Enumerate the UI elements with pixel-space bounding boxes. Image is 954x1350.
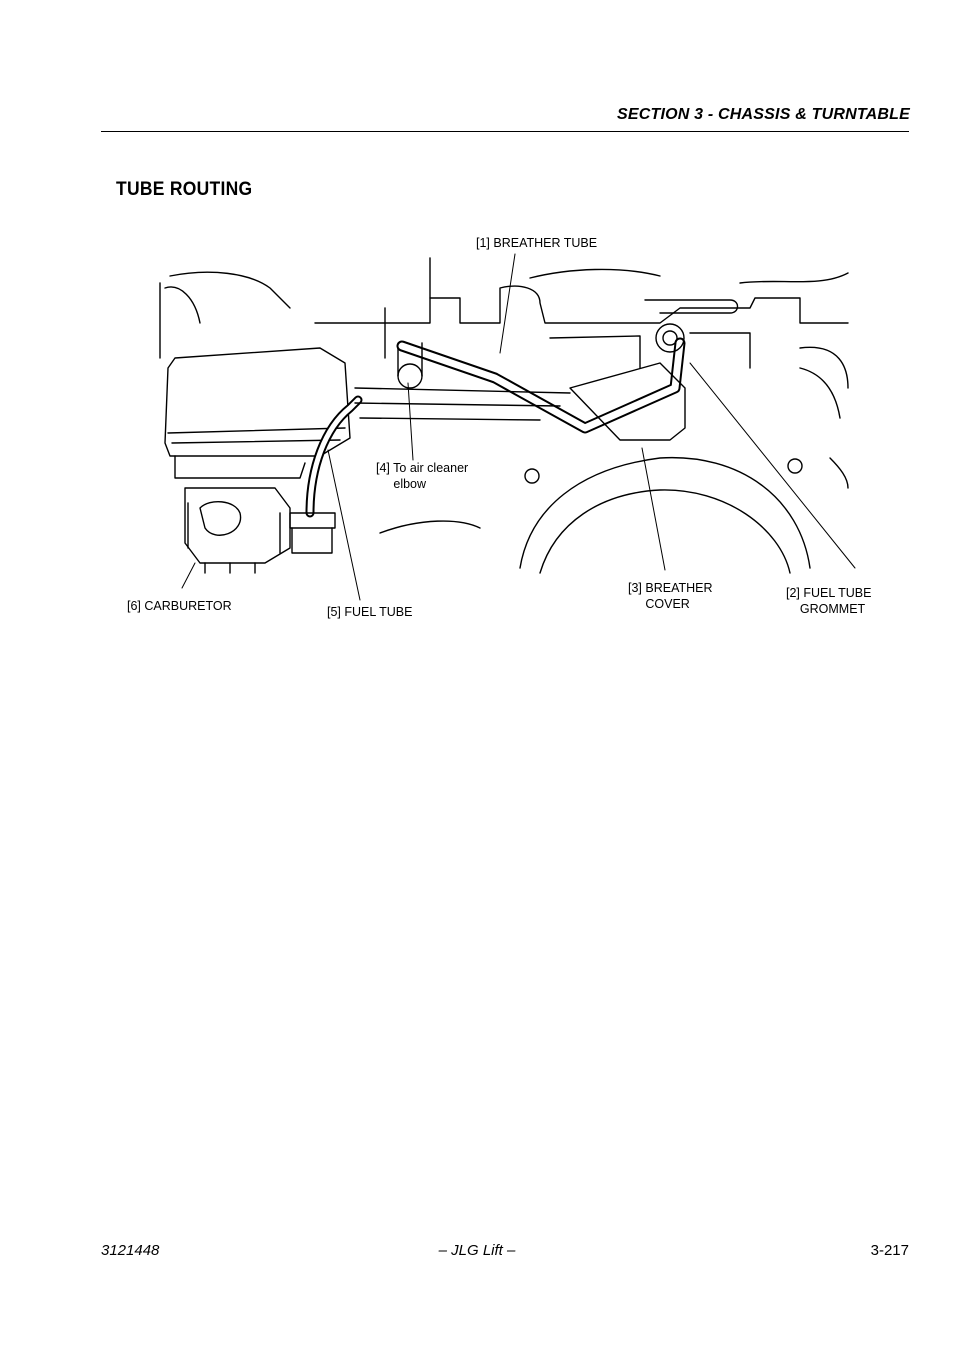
callout-air-cleaner-elbow: [4] To air cleaner elbow [376,461,469,491]
footer-page-number: 3-217 [870,1242,909,1259]
tube-routing-figure: [1] BREATHER TUBE [4] To air cleaner elb… [100,228,900,628]
callout-fuel-tube: [5] FUEL TUBE [327,605,413,619]
footer-doc-number: 3121448 [101,1242,160,1259]
header-rule [101,131,909,132]
section-heading: TUBE ROUTING [116,179,253,200]
header-section-title: SECTION 3 - CHASSIS & TURNTABLE [616,106,910,123]
callout-fuel-tube-grommet: [2] FUEL TUBE GROMMET [786,586,872,616]
callout-breather-cover: [3] BREATHER COVER [628,581,713,611]
callout-breather-tube: [1] BREATHER TUBE [476,236,598,250]
engine-line-drawing [159,253,856,601]
footer-publisher: – JLG Lift – [438,1242,516,1259]
callout-carburetor: [6] CARBURETOR [127,599,232,613]
